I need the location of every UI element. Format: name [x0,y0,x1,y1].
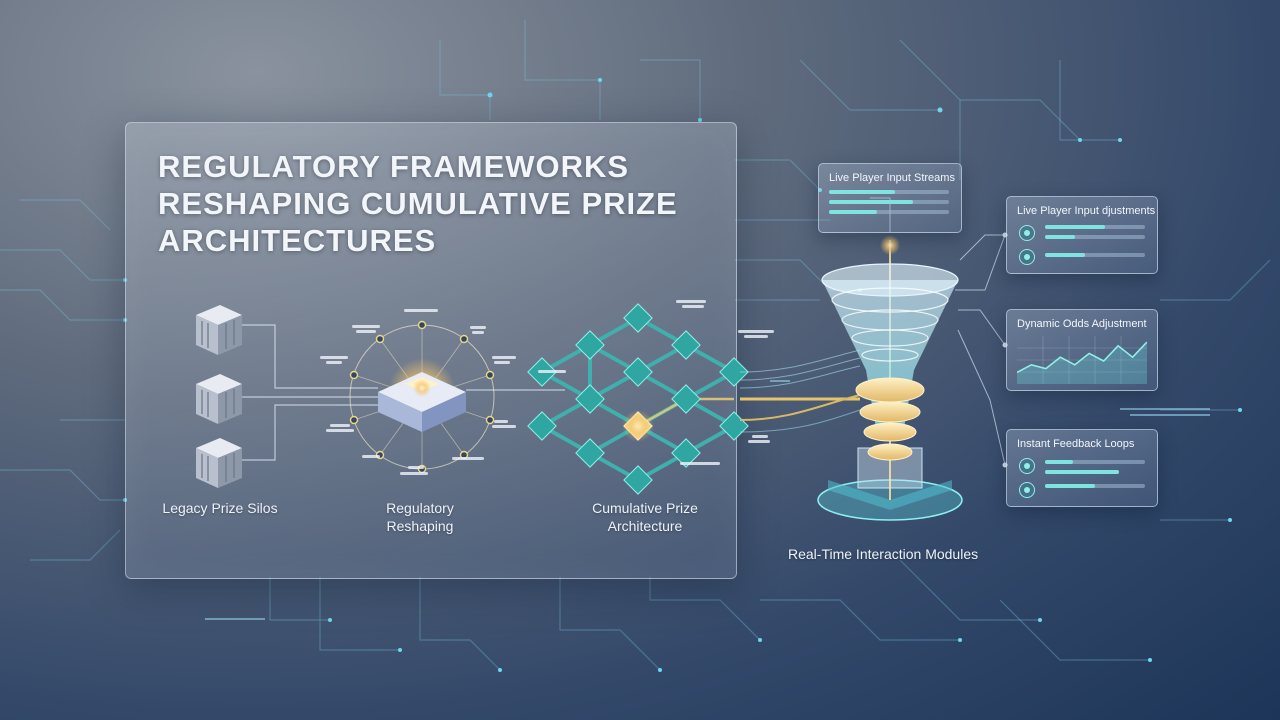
network-to-funnel-streams [739,349,861,433]
adjustment-dial-icon [1019,225,1035,241]
feedback-loop-icon [1019,482,1035,498]
feedback-loop-icon [1019,458,1035,474]
regulatory-ring [349,320,495,474]
card-input-adjustments: Live Player Input djustments [1006,196,1158,274]
adjustment-bar [1045,235,1145,239]
odds-sparkline [1017,336,1147,384]
adjustment-dial-icon [1019,249,1035,265]
input-stream-bar [829,190,949,194]
silo-connectors [242,324,378,461]
legacy-silo-icons [196,305,242,488]
odds-sparkline-area [1017,342,1147,384]
card-feedback-loops: Instant Feedback Loops [1006,429,1158,507]
feedback-bar [1045,484,1145,488]
page-title: REGULATORY FRAMEWORKS RESHAPING CUMULATI… [158,149,678,258]
input-stream-bar [829,210,949,214]
feedback-bar [1045,470,1119,474]
card-dynamic-odds-title: Dynamic Odds Adjustment [1017,318,1147,330]
adjustment-bar [1045,253,1145,257]
stage-label-cumulative-prize-architecture: Cumulative Prize Architecture [592,500,698,534]
input-stream-bar [829,200,949,204]
tiny-ring-labels [320,300,774,475]
adjustment-bar [1045,225,1145,229]
card-input-streams-title: Live Player Input Streams [829,172,955,184]
interaction-funnel [817,235,963,521]
card-input-streams: Live Player Input Streams [818,163,962,233]
card-input-adjustments-title: Live Player Input djustments [1017,205,1156,217]
card-dynamic-odds: Dynamic Odds Adjustment [1006,309,1158,391]
cumulative-prize-network [527,303,749,495]
stage-label-regulatory-reshaping: Regulatory Reshaping [386,500,454,534]
feedback-bar [1045,460,1145,464]
stage-label-legacy-silos: Legacy Prize Silos [162,500,278,516]
reshaping-core-cube [378,372,466,432]
odds-sparkline-line [1017,341,1147,374]
funnel-to-card-connectors [870,197,1006,466]
realtime-modules-label: Real-Time Interaction Modules [788,546,979,562]
card-feedback-loops-title: Instant Feedback Loops [1017,438,1135,450]
